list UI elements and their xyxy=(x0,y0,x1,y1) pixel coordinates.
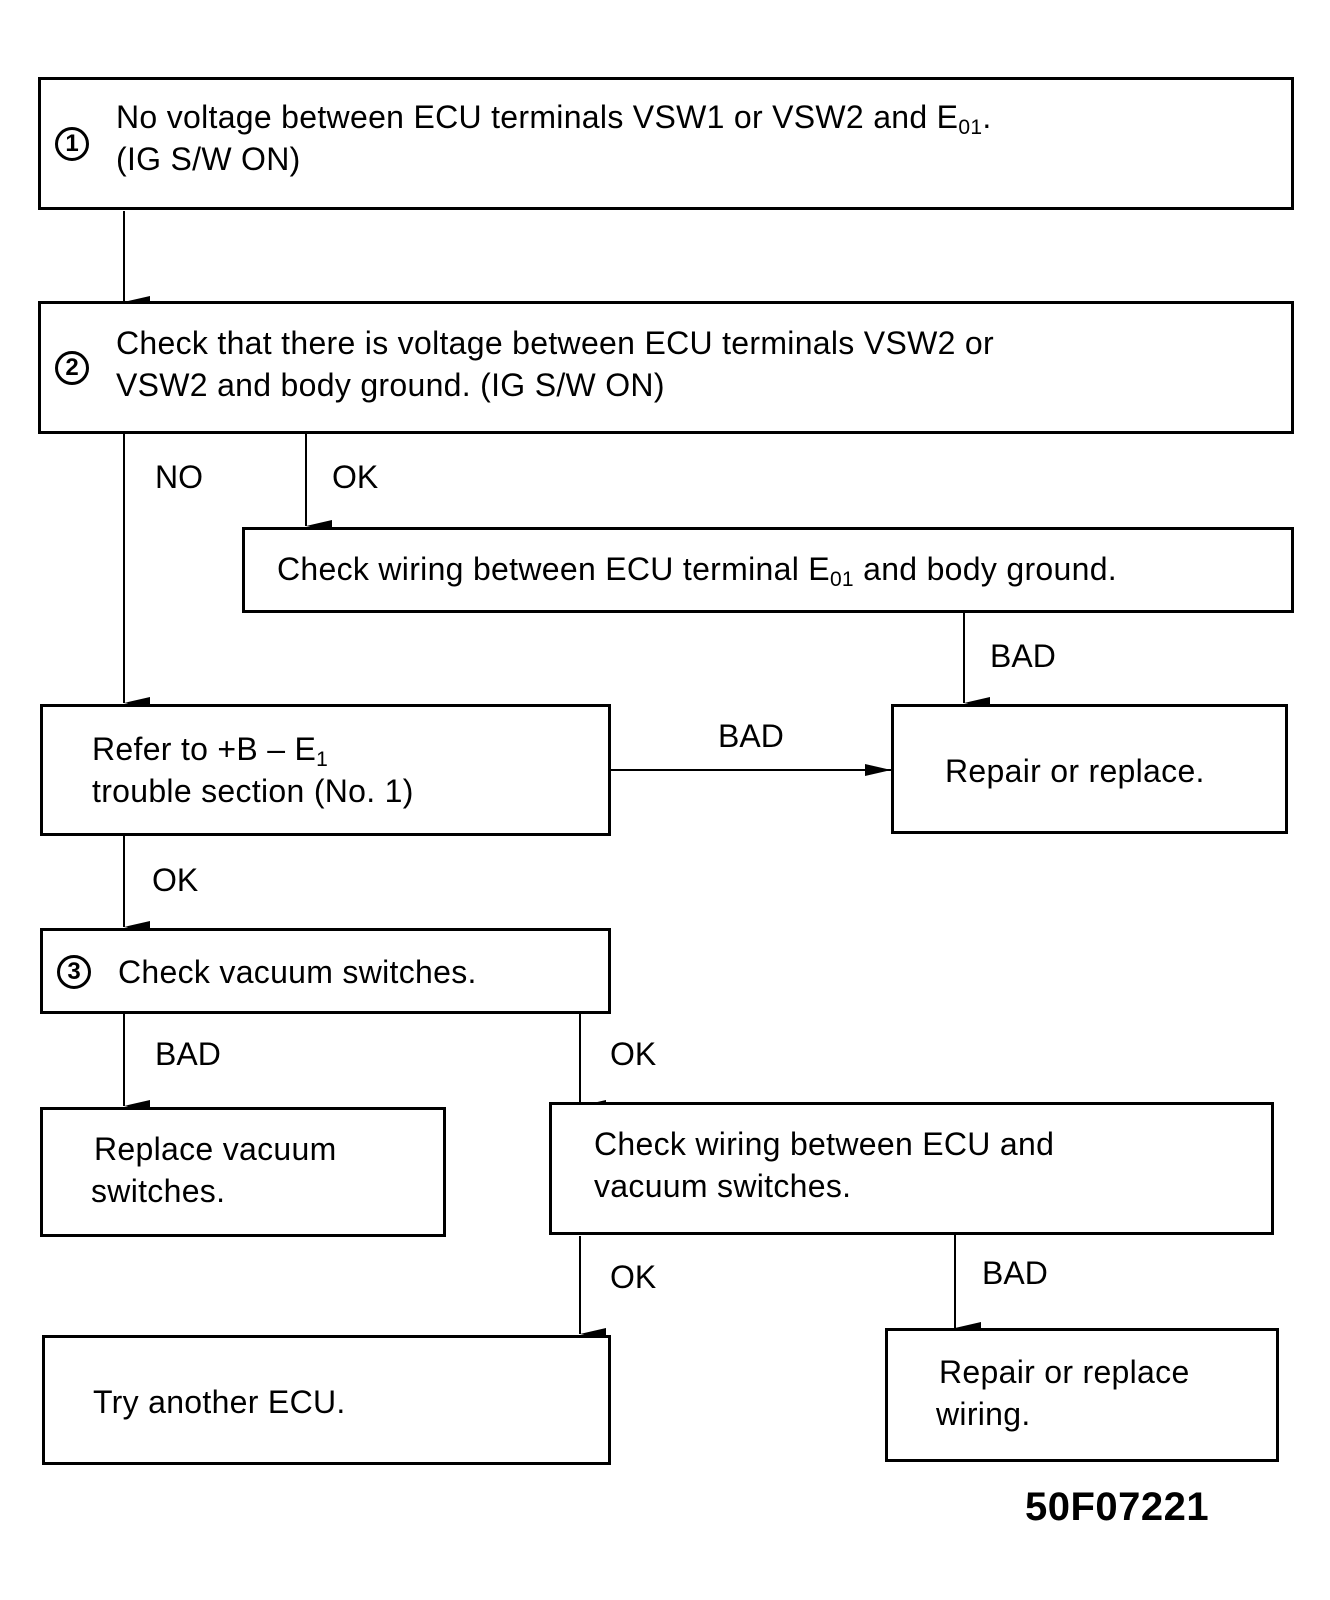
label-ok-step2: OK xyxy=(332,459,379,495)
step1-text-line1: No voltage between ECU terminals VSW1 or… xyxy=(116,96,992,138)
check-wiring-vacuum-box: Check wiring between ECU and vacuum swit… xyxy=(549,1102,1274,1235)
refer-line1-main: Refer to +B – E xyxy=(92,731,317,767)
label-bad-step3: BAD xyxy=(155,1036,221,1072)
label-bad-check-e01: BAD xyxy=(990,638,1056,674)
repair-or-replace-text: Repair or replace. xyxy=(945,753,1205,789)
repair-wiring-line2: wiring. xyxy=(936,1396,1031,1432)
step1-line1-subscript: 01 xyxy=(958,116,983,139)
repair-replace-wiring-box: Repair or replace wiring. xyxy=(885,1328,1279,1462)
check-e01-wiring-box: Check wiring between ECU terminal E01 an… xyxy=(242,527,1294,613)
step2-number-badge: 2 xyxy=(55,351,89,385)
check-e01-main: Check wiring between ECU terminal E xyxy=(277,551,830,587)
label-bad-refer: BAD xyxy=(718,718,784,754)
step2-text-line1: Check that there is voltage between ECU … xyxy=(116,325,994,361)
step3-number-badge: 3 xyxy=(57,955,91,989)
figure-code: 50F07221 xyxy=(1025,1485,1210,1529)
check-wiring-vacuum-line1: Check wiring between ECU and xyxy=(594,1126,1055,1162)
check-e01-subscript: 01 xyxy=(829,568,854,591)
refer-line1-subscript: 1 xyxy=(316,748,329,771)
repair-or-replace-box: Repair or replace. xyxy=(891,704,1288,834)
step1-box: 1 No voltage between ECU terminals VSW1 … xyxy=(38,77,1294,210)
label-ok-wiring: OK xyxy=(610,1259,657,1295)
step1-number-badge: 1 xyxy=(55,127,89,161)
try-another-ecu-box: Try another ECU. xyxy=(42,1335,611,1465)
refer-text-line2: trouble section (No. 1) xyxy=(92,773,414,809)
replace-vacuum-line1: Replace vacuum xyxy=(94,1131,337,1167)
check-e01-text: Check wiring between ECU terminal E01 an… xyxy=(277,548,1117,590)
step1-text-line2: (IG S/W ON) xyxy=(116,141,301,177)
check-e01-end: and body ground. xyxy=(853,551,1117,587)
step1-line1-main: No voltage between ECU terminals VSW1 or… xyxy=(116,99,959,135)
label-ok-step3: OK xyxy=(610,1036,657,1072)
step2-text-line2: VSW2 and body ground. (IG S/W ON) xyxy=(116,367,665,403)
label-ok-refer: OK xyxy=(152,862,199,898)
check-wiring-vacuum-line2: vacuum switches. xyxy=(594,1168,852,1204)
step3-box: 3 Check vacuum switches. xyxy=(40,928,611,1014)
label-no: NO xyxy=(155,459,203,495)
refer-text-line1: Refer to +B – E1 xyxy=(92,728,328,770)
step2-box: 2 Check that there is voltage between EC… xyxy=(38,301,1294,434)
step1-line1-end: . xyxy=(982,99,992,135)
refer-b-e1-box: Refer to +B – E1 trouble section (No. 1) xyxy=(40,704,611,836)
try-another-ecu-text: Try another ECU. xyxy=(93,1384,346,1420)
replace-vacuum-line2: switches. xyxy=(91,1173,226,1209)
step3-text: Check vacuum switches. xyxy=(118,954,477,990)
label-bad-wiring: BAD xyxy=(982,1255,1048,1291)
repair-wiring-line1: Repair or replace xyxy=(939,1354,1190,1390)
replace-vacuum-switches-box: Replace vacuum switches. xyxy=(40,1107,446,1237)
